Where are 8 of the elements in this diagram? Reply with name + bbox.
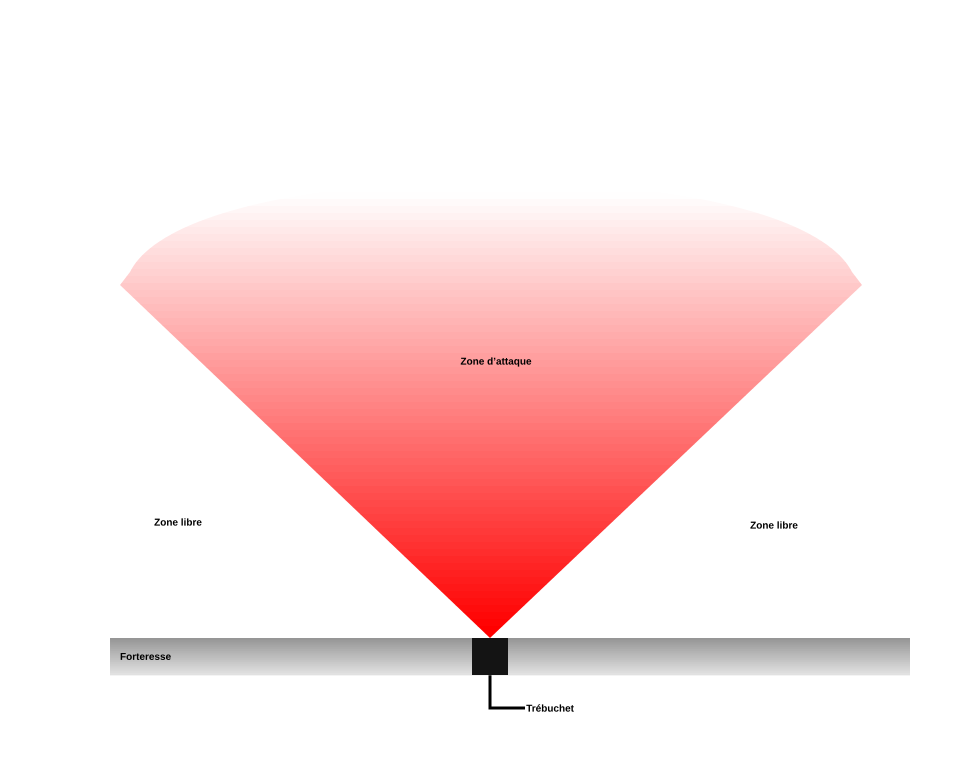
fortress-band: Forteresse bbox=[110, 638, 910, 676]
zone-label: Zone libre bbox=[154, 518, 202, 526]
leader-line bbox=[488, 675, 525, 710]
zone-label: Zone libre bbox=[750, 521, 798, 529]
trebuchet-block bbox=[472, 638, 508, 675]
trebuchet-label: Trébuchet bbox=[526, 704, 574, 712]
node-label: Zone d’attaque bbox=[460, 357, 532, 367]
node-label: Forteresse bbox=[120, 653, 171, 660]
